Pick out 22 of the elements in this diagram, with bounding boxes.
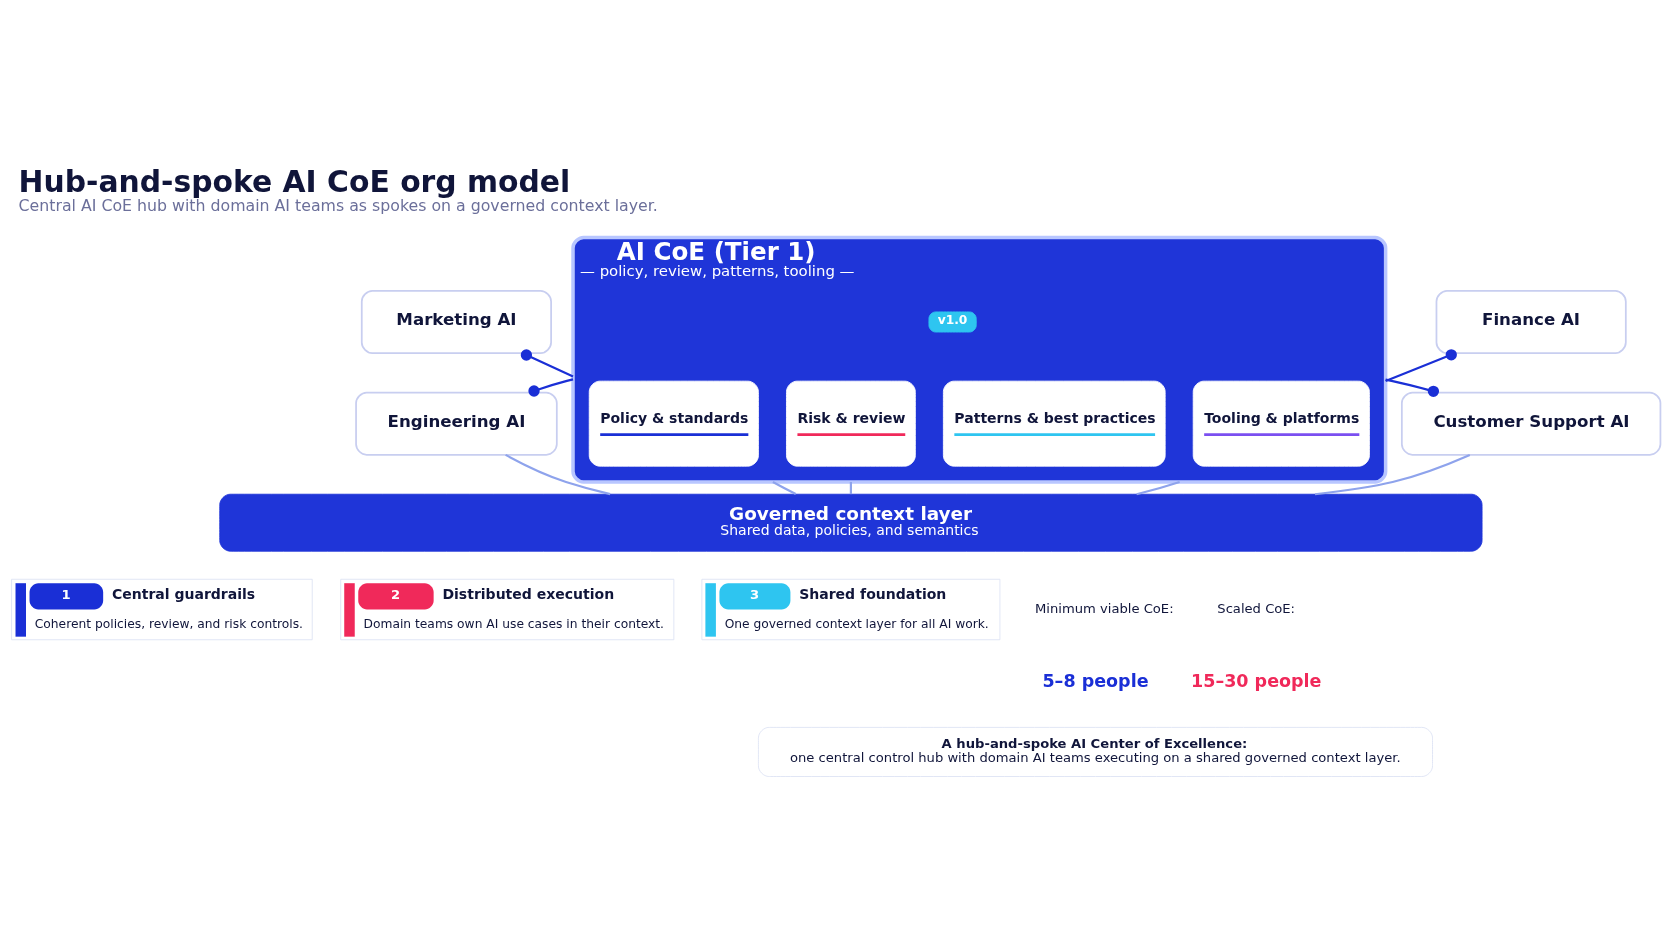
label: Minimum viable CoE: (1034, 600, 1174, 616)
node-box: Customer Support AI (1400, 391, 1662, 456)
connector (772, 480, 797, 495)
connector (520, 348, 574, 377)
node-box: Governed context layer Shared data, policies, and semantics (219, 493, 1483, 552)
connector (1136, 480, 1180, 495)
connector (1385, 348, 1457, 382)
connector (1385, 378, 1440, 397)
label: 5–8 people (1042, 670, 1149, 691)
node-box: Engineering AI (355, 391, 558, 456)
node-box: Risk & review (786, 380, 916, 467)
node-box: v1.0 (928, 310, 977, 332)
connector (528, 377, 574, 397)
node-box: A hub-and-spoke AI Center of Excellence: one central control hub with domain AI teams executing on a shared governed context layer. (757, 726, 1433, 777)
node-box: Marketing AI (360, 289, 552, 354)
diagram-title: Hub-and-spoke AI CoE org model (18, 163, 571, 199)
label: 15–30 people (1191, 670, 1322, 691)
label: Scaled CoE: (1217, 600, 1296, 616)
node-box: Patterns & best practices (942, 380, 1166, 467)
node-box: Policy & standards (588, 380, 759, 467)
node-box: Tooling & platforms (1192, 380, 1370, 467)
node-box: Finance AI (1435, 289, 1627, 354)
